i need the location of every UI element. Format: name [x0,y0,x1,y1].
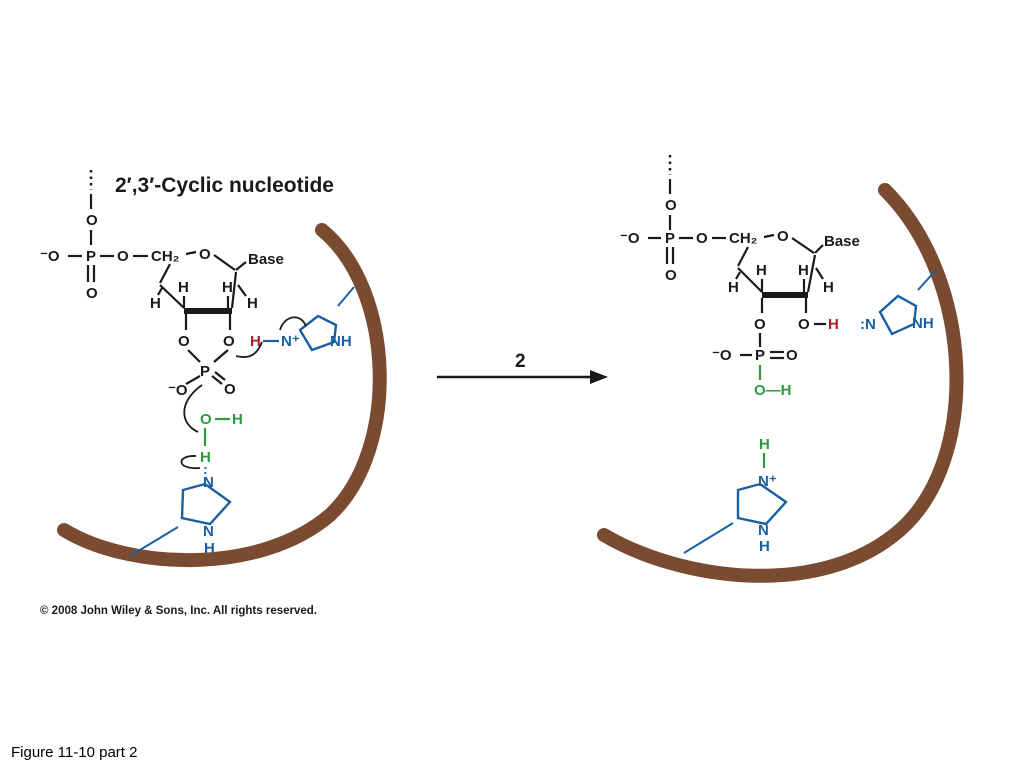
left-h3: H [222,279,233,296]
left-o-bridge: O [117,248,129,265]
left-enzyme-surface [57,223,387,567]
copyright-notice: © 2008 John Wiley & Sons, Inc. All right… [40,605,317,617]
right-p2: P [755,347,765,364]
left-n-plus: N⁺ [281,333,300,350]
right-oh2: O—H [754,382,792,399]
left-lone-n: N [203,474,214,491]
left-his-tether-bottom [129,526,179,557]
right-bottom-n: N [758,522,769,539]
left-water-h1: H [232,411,243,428]
left-bottom-n: N [203,523,214,540]
left-bottom-h: H [204,540,215,557]
right-ring-left [763,233,775,239]
right-panel: O ⁻O P O CH₂ O O Base H H H H O O H [597,155,964,583]
right-ring-c1-c2 [806,254,817,293]
left-title: 2′,3′-Cyclic nucleotide [115,174,334,197]
left-nh: NH [330,333,352,350]
right-o-dbl2: O [786,347,798,364]
right-nh: NH [912,315,934,332]
right-n-plus: N⁺ [758,473,777,490]
right-o-top: O [665,197,677,214]
left-bond-c1-base [235,261,247,271]
left-o-minus: ⁻O [40,248,60,265]
right-p: P [665,230,675,247]
reaction-arrow-head [590,370,608,384]
right-o-3: O [754,316,766,333]
right-h-top: H [759,436,770,453]
left-ring-c4-c3 [159,284,185,309]
left-arrow-n-h [180,455,201,469]
right-ring-c4-c3 [737,267,763,293]
left-panel: 2′,3′-Cyclic nucleotide O ⁻O P O CH₂ O O… [40,170,387,567]
right-oh-o: O [798,316,810,333]
left-bond-p-od-b [214,371,226,381]
right-bond-h1 [735,271,741,280]
right-o-double: O [665,267,677,284]
left-p: P [86,248,96,265]
right-h3: H [798,262,809,279]
left-o-ring: O [199,246,211,263]
left-h4: H [247,295,258,312]
left-o-double: O [86,285,98,302]
left-h2: H [178,279,189,296]
left-arrow-pn [235,341,263,358]
right-o-ring: O [777,228,789,245]
right-o-minus: ⁻O [620,230,640,247]
left-h1: H [150,295,161,312]
left-ring-c4 [159,263,171,284]
right-bottom-imidazole [736,482,788,526]
left-base: Base [248,251,284,268]
right-bond-c1-base [814,244,824,254]
right-base: Base [824,233,860,250]
left-bottom-imidazole [180,482,232,526]
right-ring-c4 [737,246,749,267]
right-ch2: CH₂ [729,230,757,247]
left-o-2: O [178,333,190,350]
left-bond-p-od-a [211,375,223,385]
right-o-bridge: O [696,230,708,247]
left-arrow-nh-top [279,316,307,331]
figure-caption: Figure 11-10 part 2 [11,744,138,761]
left-p-cyc: P [200,363,210,380]
right-h2: H [756,262,767,279]
right-bottom-h: H [759,538,770,555]
right-h4: H [823,279,834,296]
right-top-imidazole [878,294,918,336]
left-bond-p-om [185,375,201,385]
right-h1: H [728,279,739,296]
reaction-arrow: 2 [437,351,608,384]
left-ch2: CH₂ [151,248,179,265]
left-bond-o-pc2 [213,349,229,363]
left-o-minus-cyc: ⁻O [168,382,188,399]
left-h-red: H [250,333,261,350]
right-oh-h: H [828,316,839,333]
left-ring-left [185,250,197,256]
left-o-top: O [86,212,98,229]
right-ring-o-c1 [791,237,815,254]
left-bond-o-pc1 [187,349,201,363]
right-his-tether-bottom [683,522,734,554]
left-bond-h1 [157,287,163,296]
right-bond-h4 [815,267,824,280]
left-water-o: O [200,411,212,428]
right-enzyme-surface [597,183,964,583]
reaction-arrow-label: 2 [515,351,526,372]
left-o-3: O [223,333,235,350]
left-ring-c1-c2 [230,271,238,309]
right-o-minus-p: ⁻O [712,347,732,364]
left-arrow-water-p [183,384,203,433]
right-lone-n: :N [860,316,876,333]
left-ring-o-c1 [213,254,236,271]
left-o-dbl-cyc: O [224,381,236,398]
left-top-imidazole [298,314,338,352]
left-water-h2: H [200,449,211,466]
left-lone-pair-dots: : [203,461,208,477]
left-bond-h4 [237,284,247,297]
right-his-tether-top [917,269,937,291]
left-his-tether-top [337,286,355,307]
